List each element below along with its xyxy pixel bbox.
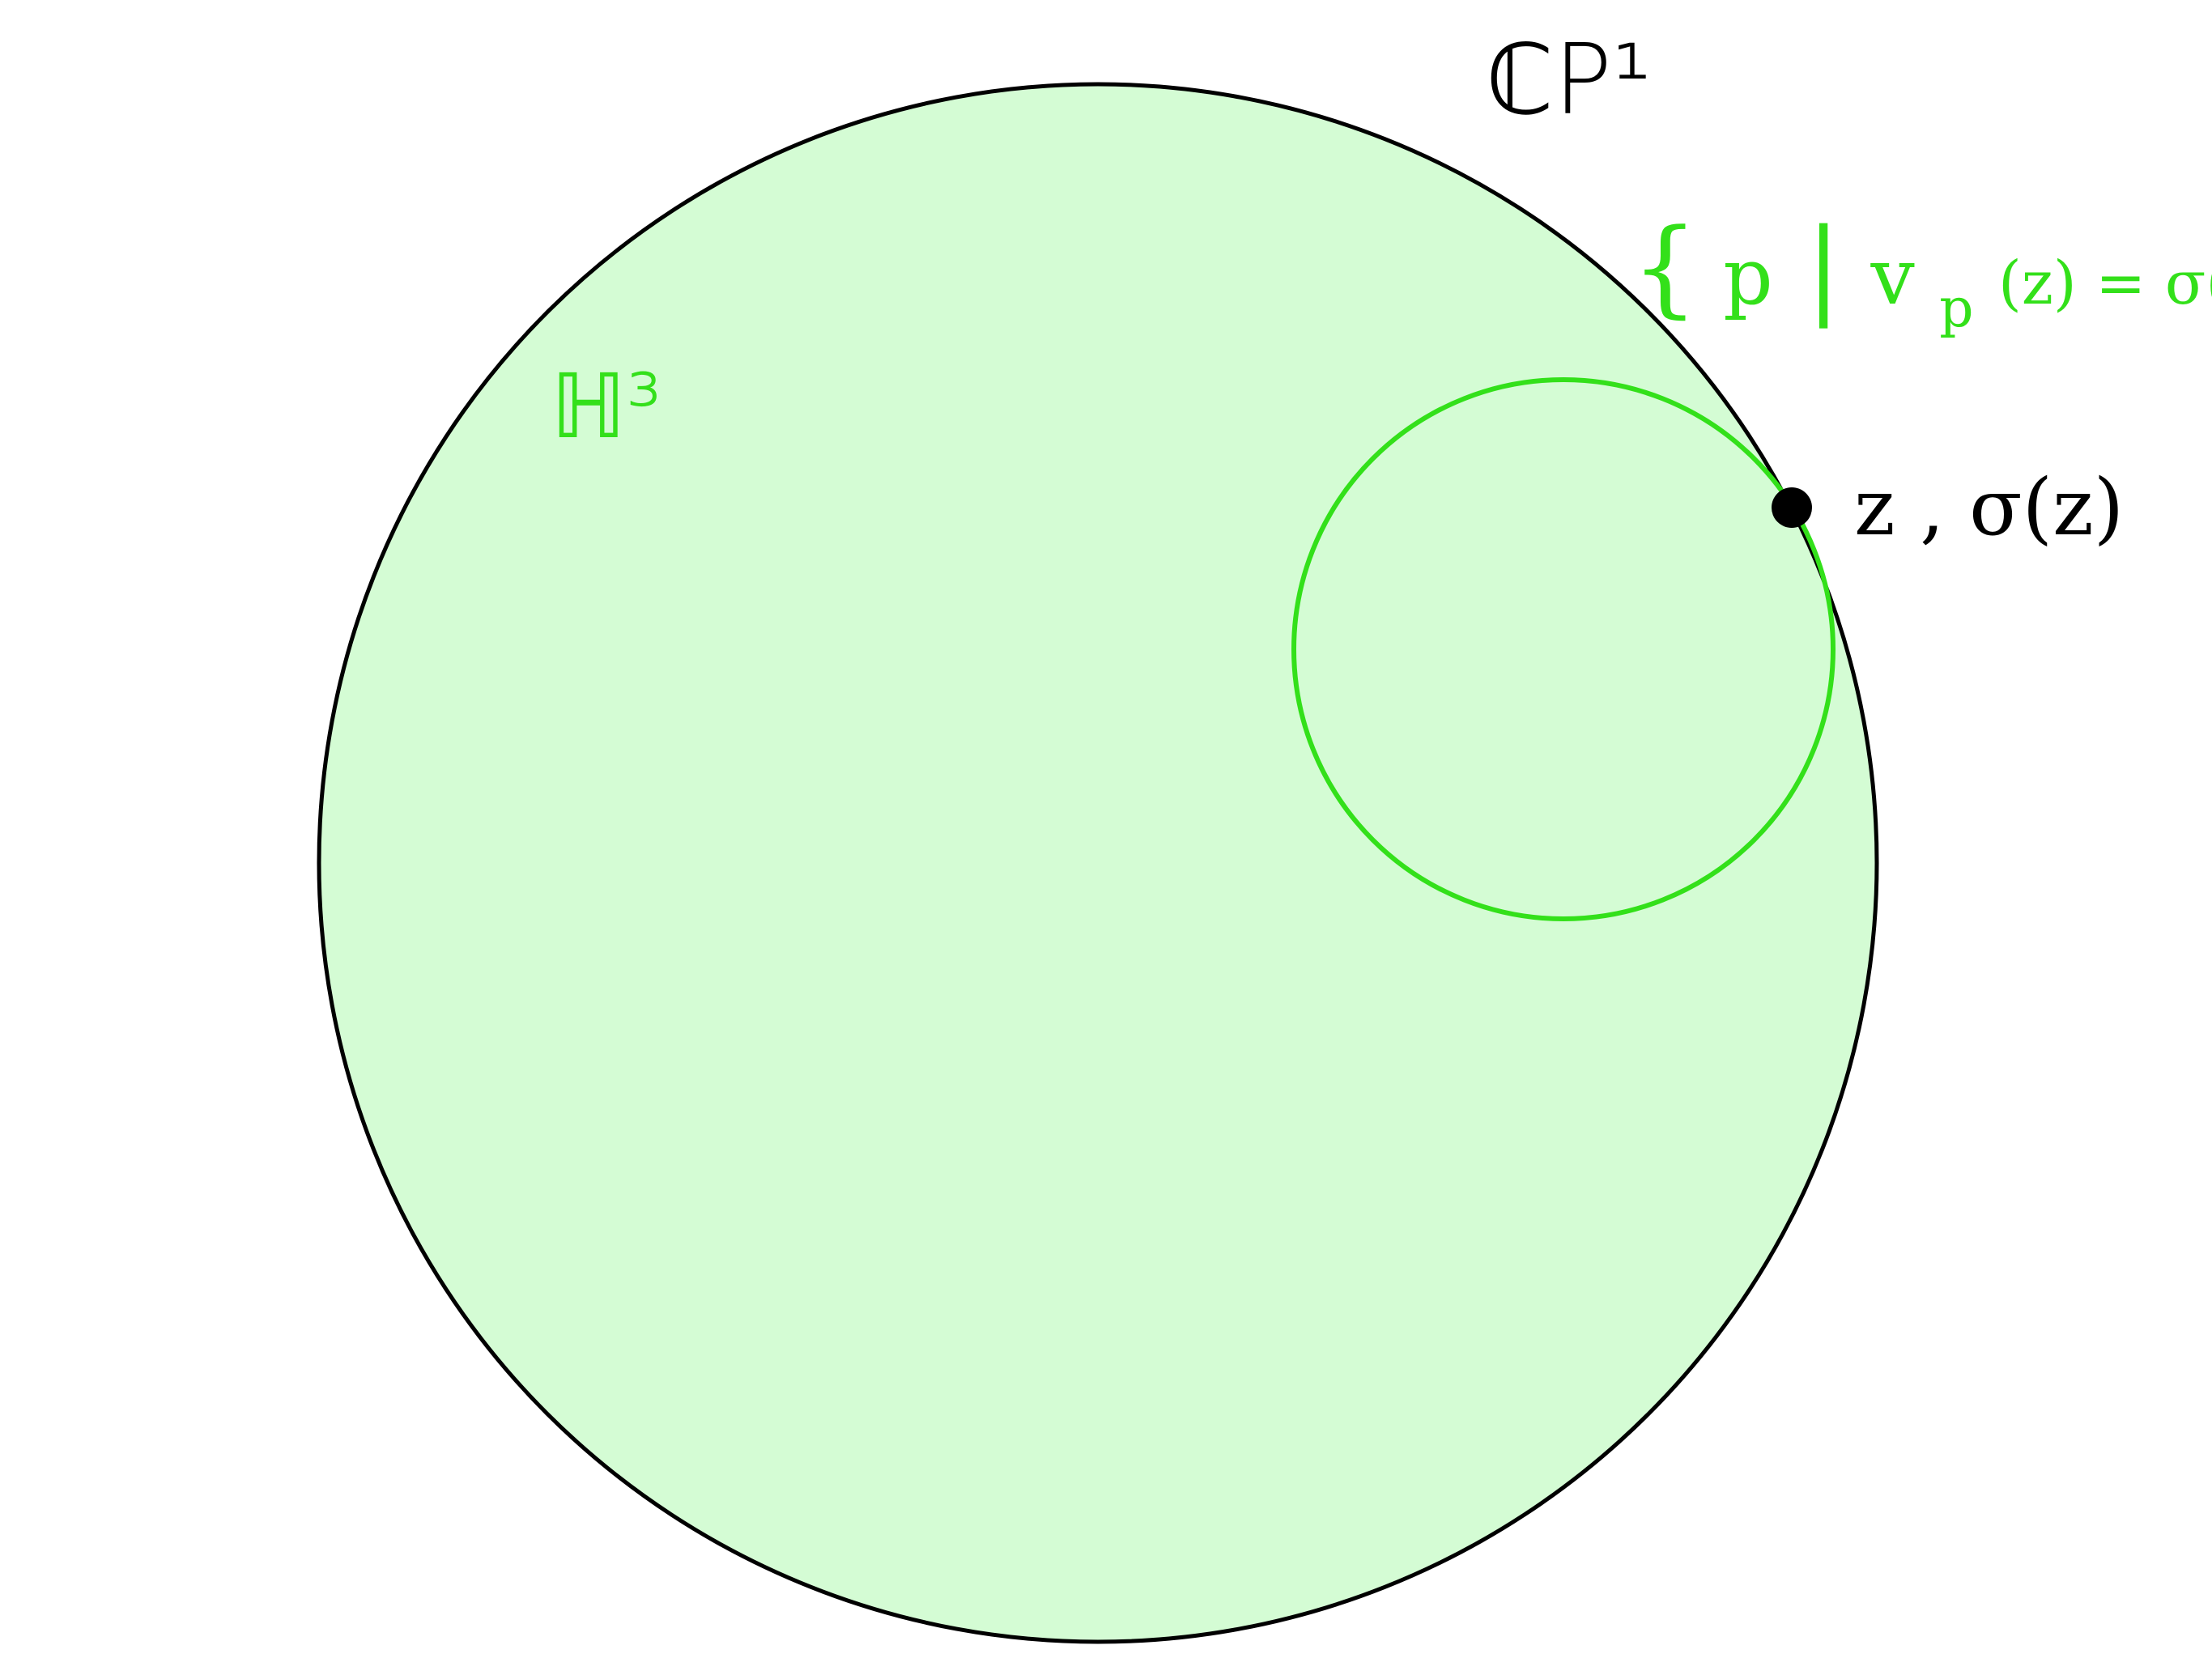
hyperbolic-ball [317, 82, 1879, 1644]
point-label: z , σ(z) [1854, 462, 2124, 553]
set-func-v: v [1870, 232, 1915, 322]
set-bar: | [1806, 206, 1841, 329]
set-subscript-p: p [1939, 277, 1973, 339]
horosphere-set-label: { p | v p (z) = σ(z) } [1631, 206, 2212, 345]
boundary-point-z [1772, 487, 1812, 528]
cp1-label: ℂP¹ [1486, 24, 1651, 137]
set-var-p: p [1723, 232, 1772, 322]
set-args: (z) = σ(z) [1998, 249, 2212, 318]
h3-label: ℍ³ [551, 355, 662, 458]
open-brace: { [1631, 206, 1699, 329]
horosphere [1291, 377, 1836, 921]
